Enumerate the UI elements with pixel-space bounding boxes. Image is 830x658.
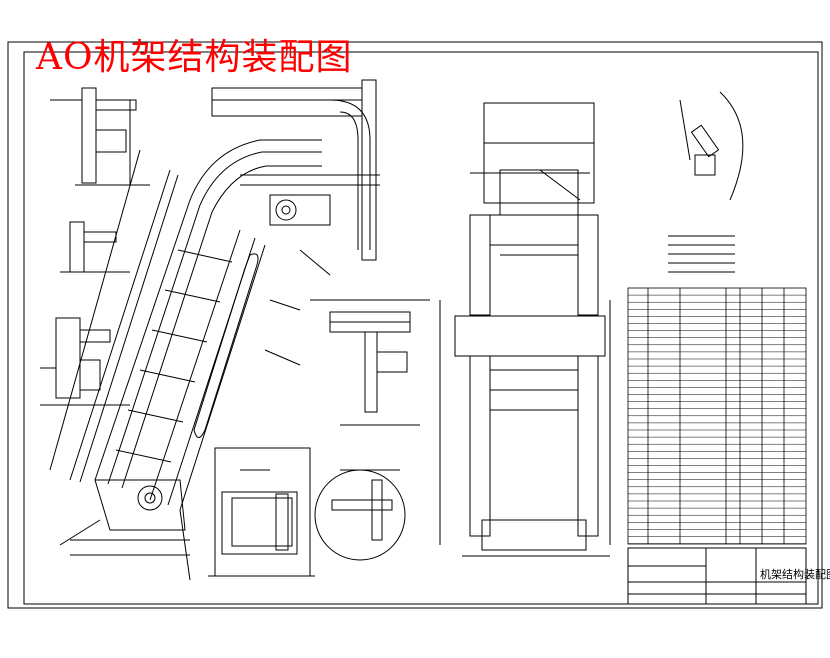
front-elevation-view bbox=[439, 102, 611, 557]
parts-list-table bbox=[627, 287, 807, 545]
detail-center-right bbox=[310, 299, 430, 426]
title-block bbox=[627, 547, 807, 605]
detail-section-small bbox=[60, 221, 130, 273]
detail-left-middle bbox=[40, 317, 130, 406]
section-view-bottom bbox=[208, 447, 315, 577]
title-block-name: 机架结构装配图 bbox=[760, 568, 830, 581]
technical-notes bbox=[668, 235, 735, 273]
main-inclined-view bbox=[49, 79, 380, 581]
detail-circle bbox=[314, 469, 406, 561]
inner-frame bbox=[23, 51, 819, 605]
outer-frame bbox=[7, 41, 823, 609]
detail-top-right bbox=[679, 91, 744, 201]
detail-top-left bbox=[50, 87, 150, 186]
overlay-title: AO机架结构装配图 bbox=[36, 37, 353, 78]
